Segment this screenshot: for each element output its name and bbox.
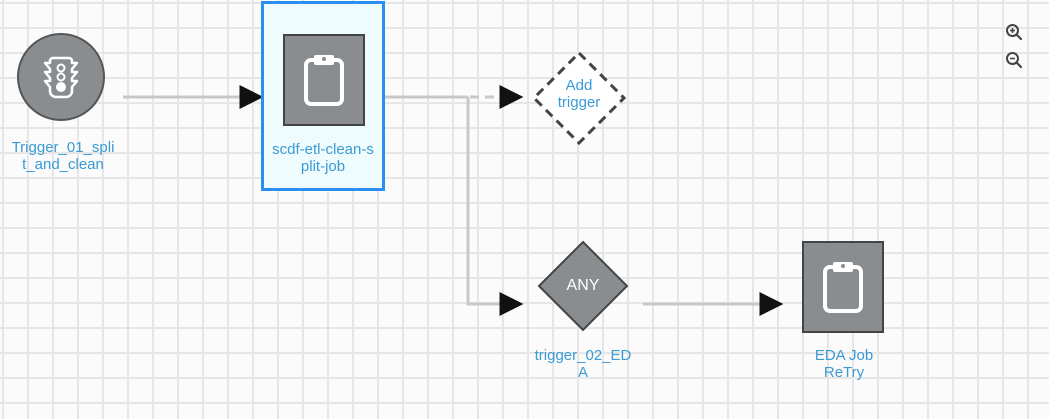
zoom-out-icon [1006, 52, 1023, 69]
gateway-text: ANY [566, 277, 600, 294]
trigger-node-1-label[interactable]: Trigger_01_spli t_and_clean [11, 139, 115, 173]
job-node-1[interactable] [283, 34, 365, 126]
job-node-1-selection[interactable]: scdf-etl-clean-s plit-job [261, 1, 385, 191]
zoom-out-button[interactable] [1005, 51, 1023, 69]
job-node-2-wrapper[interactable]: EDA Job ReTry [780, 240, 910, 385]
trigger-circle[interactable] [17, 33, 105, 121]
add-trigger-label: Add trigger [557, 77, 601, 111]
gateway-diamond [537, 240, 629, 332]
job-node-1-label[interactable]: scdf-etl-clean-s plit-job [272, 141, 374, 175]
add-trigger-node[interactable]: Add trigger [530, 50, 628, 146]
job-node-2-label[interactable]: EDA Job ReTry [814, 347, 874, 381]
edge-job1-trigger2[interactable] [466, 97, 524, 316]
trigger-node-1[interactable]: Trigger_01_spli t_and_clean [0, 0, 130, 180]
zoom-in-icon [1006, 24, 1023, 41]
job-node-2[interactable] [802, 241, 884, 333]
trigger-node-2[interactable]: ANY trigger_02_ED A [526, 239, 638, 381]
zoom-in-button[interactable] [1005, 23, 1023, 41]
clipboard-icon [823, 262, 863, 313]
trigger-node-2-label[interactable]: trigger_02_ED A [534, 347, 632, 381]
traffic-light-icon [43, 56, 79, 99]
clipboard-icon [304, 55, 344, 106]
add-trigger-diamond [531, 50, 627, 146]
